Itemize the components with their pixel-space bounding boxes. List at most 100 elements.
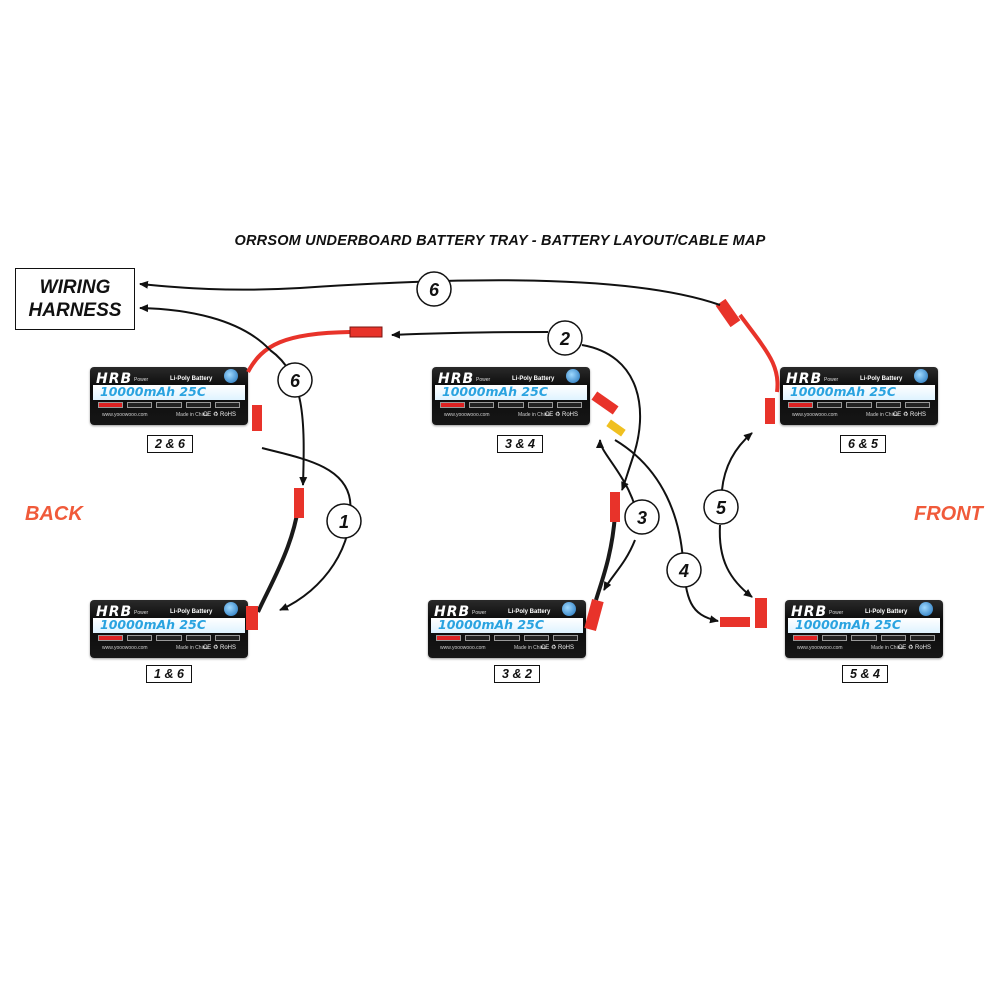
cable-marker-1: 1 <box>326 503 362 539</box>
battery-type-text: Li-Poly Battery <box>508 609 551 615</box>
wiring-harness-box: WIRING HARNESS <box>15 268 135 330</box>
back-label: BACK <box>25 503 83 525</box>
battery-url: www.yooowooo.com <box>440 645 486 651</box>
battery-label: 3 & 4 <box>497 435 543 453</box>
battery-made: Made in China <box>176 412 209 418</box>
battery-ce-mark: CE ♻ RoHS <box>202 645 236 651</box>
arrow-2-down <box>581 344 642 491</box>
cable-number: 6 <box>290 371 301 391</box>
connector <box>755 598 767 628</box>
battery-capacity: 10000mAh 25C <box>100 384 207 399</box>
connector <box>591 391 619 415</box>
arrow-5-down <box>718 524 753 598</box>
connector <box>349 326 383 338</box>
battery-power-text: Power <box>134 610 149 616</box>
cable-marker-6-top: 6 <box>416 271 452 307</box>
battery-voltage-row <box>98 402 241 408</box>
battery-voltage-row <box>98 635 241 641</box>
battery-capacity: 10000mAh 25C <box>100 617 207 632</box>
cable-marker-4: 4 <box>666 552 702 588</box>
battery-type-text: Li-Poly Battery <box>170 609 213 615</box>
battery-capacity: 10000mAh 25C <box>790 384 897 399</box>
battery-power-text: Power <box>134 377 149 383</box>
battery-label-band <box>788 618 940 633</box>
cable-number-markers: 1 2 3 4 5 6 6 <box>277 271 739 588</box>
cable-number: 1 <box>339 512 349 532</box>
battery-brand: HRB <box>791 604 828 620</box>
globe-icon <box>224 369 238 383</box>
battery-made: Made in China <box>176 645 209 651</box>
cable-number: 5 <box>716 498 727 518</box>
cable-marker-3: 3 <box>624 499 660 535</box>
battery-label-band <box>431 618 583 633</box>
battery-type-text: Li-Poly Battery <box>860 376 903 382</box>
physical-cables <box>246 298 780 632</box>
battery-brand: HRB <box>96 371 133 387</box>
battery-power-text: Power <box>476 377 491 383</box>
arrow-6-harness <box>139 304 271 351</box>
battery-ce-mark: CE ♻ RoHS <box>202 412 236 418</box>
battery-voltage-row <box>436 635 579 641</box>
connector <box>584 598 604 632</box>
connector <box>606 419 626 437</box>
front-label: FRONT <box>914 503 983 525</box>
cable-number: 2 <box>559 329 570 349</box>
battery-made: Made in China <box>518 412 551 418</box>
routing-arrows <box>139 279 753 624</box>
battery-label: 1 & 6 <box>146 665 192 683</box>
globe-icon <box>566 369 580 383</box>
battery-power-text: Power <box>472 610 487 616</box>
battery-brand: HRB <box>438 371 475 387</box>
battery-label-band <box>783 385 935 400</box>
battery-brand: HRB <box>786 371 823 387</box>
connector <box>246 606 258 630</box>
battery-label: 5 & 4 <box>842 665 888 683</box>
connector <box>252 405 262 431</box>
globe-icon <box>919 602 933 616</box>
battery-type-text: Li-Poly Battery <box>512 376 555 382</box>
cable-number: 4 <box>678 561 689 581</box>
battery-label: 2 & 6 <box>147 435 193 453</box>
battery-ce-mark: CE ♻ RoHS <box>540 645 574 651</box>
red-cable <box>246 330 351 373</box>
connector <box>294 488 304 518</box>
globe-icon <box>224 602 238 616</box>
battery-brand: HRB <box>434 604 471 620</box>
wiring-harness-line1: WIRING <box>39 277 111 298</box>
battery-made: Made in China <box>871 645 904 651</box>
battery-ce-mark: CE ♻ RoHS <box>544 412 578 418</box>
black-cable <box>594 514 617 601</box>
connector <box>720 617 750 627</box>
battery-url: www.yooowooo.com <box>797 645 843 651</box>
battery-capacity: 10000mAh 25C <box>442 384 549 399</box>
battery-made: Made in China <box>514 645 547 651</box>
battery-url: www.yooowooo.com <box>792 412 838 418</box>
battery-voltage-row <box>440 402 583 408</box>
battery-label-band <box>93 385 245 400</box>
battery-voltage-row <box>788 402 931 408</box>
connector <box>610 492 620 522</box>
battery-label-band <box>93 618 245 633</box>
arrow-6-left <box>269 349 308 486</box>
battery-url: www.yooowooo.com <box>102 412 148 418</box>
battery-capacity: 10000mAh 25C <box>795 617 902 632</box>
battery-made: Made in China <box>866 412 899 418</box>
battery-url: www.yooowooo.com <box>444 412 490 418</box>
arrow-3-down <box>603 539 636 591</box>
arrow-1 <box>261 447 352 611</box>
arrow-6-top <box>139 279 721 306</box>
cable-marker-2: 2 <box>547 320 583 356</box>
connector <box>715 298 741 328</box>
battery-ce-mark: CE ♻ RoHS <box>897 645 931 651</box>
battery-type-text: Li-Poly Battery <box>865 609 908 615</box>
black-cable <box>256 489 302 613</box>
globe-icon <box>914 369 928 383</box>
diagram-title: ORRSOM UNDERBOARD BATTERY TRAY - BATTERY… <box>234 233 766 249</box>
battery-label: 6 & 5 <box>840 435 886 453</box>
